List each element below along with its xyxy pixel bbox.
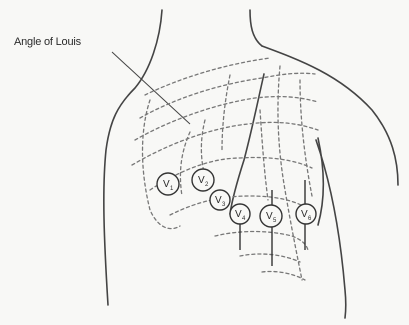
callout-leader-line xyxy=(112,52,190,124)
rib-line xyxy=(240,254,300,262)
ribcage-dotted-lines xyxy=(132,58,318,280)
angle-of-louis-label: Angle of Louis xyxy=(14,36,81,48)
sternum-line xyxy=(230,74,264,214)
rib-line xyxy=(260,110,268,200)
chest-contour xyxy=(318,138,323,225)
torso-outline xyxy=(104,10,398,318)
rib-line xyxy=(262,271,305,280)
right-shoulder-contour xyxy=(262,46,398,185)
electrode-label: V xyxy=(301,209,308,220)
rib-line xyxy=(140,73,315,118)
rib-line xyxy=(300,80,312,196)
electrode-label: V xyxy=(215,195,222,206)
electrode-label: V xyxy=(198,175,205,186)
rib-line xyxy=(143,100,181,229)
rib-line xyxy=(180,132,190,196)
rib-line xyxy=(132,122,318,165)
electrode-label: V xyxy=(266,211,273,222)
rib-line xyxy=(222,75,230,150)
left-body-contour xyxy=(104,10,162,305)
rib-line xyxy=(135,97,318,140)
right-arm-contour xyxy=(316,140,346,318)
right-neck-contour xyxy=(250,10,262,46)
electrode-label: V xyxy=(235,209,242,220)
electrode-label: V xyxy=(163,179,170,190)
